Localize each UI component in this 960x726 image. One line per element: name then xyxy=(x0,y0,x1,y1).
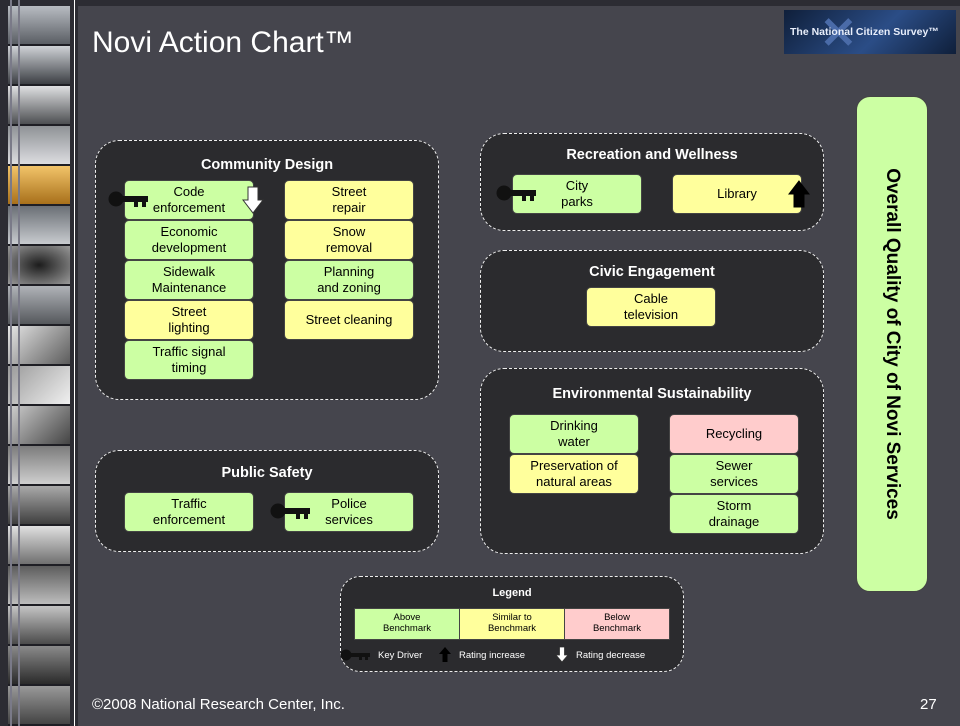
key-driver-icon xyxy=(270,503,310,519)
item-planning-zoning: Planning and zoning xyxy=(284,260,414,300)
legend-above-benchmark: Above Benchmark xyxy=(354,608,460,640)
item-cable-television: Cable television xyxy=(586,287,716,327)
legend-key-icon xyxy=(340,649,370,661)
legend-key-driver-label: Key Driver xyxy=(378,650,423,661)
rating-decrease-icon xyxy=(242,186,264,214)
legend-increase-label: Rating increase xyxy=(459,650,526,661)
divider xyxy=(74,0,75,726)
overall-quality-box: Overall Quality of City of Novi Services xyxy=(856,96,928,592)
panel-title: Civic Engagement xyxy=(589,264,715,280)
legend-title: Legend xyxy=(492,587,532,599)
item-preservation-natural-areas: Preservation of natural areas xyxy=(509,454,639,494)
legend-decrease-icon xyxy=(556,647,568,662)
item-library: Library xyxy=(672,174,802,214)
page-number: 27 xyxy=(920,696,937,713)
legend-increase-icon xyxy=(439,647,451,662)
item-storm-drainage: Storm drainage xyxy=(669,494,799,534)
legend-similar-benchmark: Similar to Benchmark xyxy=(459,608,565,640)
item-snow-removal: Snow removal xyxy=(284,220,414,260)
panel-title: Environmental Sustainability xyxy=(552,386,752,402)
item-traffic-signal-timing: Traffic signal timing xyxy=(124,340,254,380)
panel-title: Public Safety xyxy=(221,465,313,481)
divider xyxy=(18,0,20,726)
divider xyxy=(10,0,12,726)
top-bar xyxy=(78,0,960,6)
photo-strip xyxy=(0,0,78,726)
item-street-repair: Street repair xyxy=(284,180,414,220)
item-drinking-water: Drinking water xyxy=(509,414,639,454)
item-street-cleaning: Street cleaning xyxy=(284,300,414,340)
slide-title: Novi Action Chart™ xyxy=(92,26,354,59)
item-sewer-services: Sewer services xyxy=(669,454,799,494)
item-street-lighting: Street lighting xyxy=(124,300,254,340)
item-sidewalk-maintenance: Sidewalk Maintenance xyxy=(124,260,254,300)
item-traffic-enforcement: Traffic enforcement xyxy=(124,492,254,532)
key-driver-icon xyxy=(108,191,148,207)
logo-x-mark: ✕ xyxy=(820,8,857,59)
item-recycling: Recycling xyxy=(669,414,799,454)
panel-title: Recreation and Wellness xyxy=(566,147,738,163)
rating-increase-icon xyxy=(788,180,810,208)
item-economic-development: Economic development xyxy=(124,220,254,260)
copyright-footer: ©2008 National Research Center, Inc. xyxy=(92,696,345,713)
panel-title: Community Design xyxy=(200,157,334,173)
logo-text: The National Citizen Survey™ xyxy=(790,26,939,38)
key-driver-icon xyxy=(496,185,536,201)
ncs-logo: ✕ The National Citizen Survey™ xyxy=(784,8,956,59)
legend-decrease-label: Rating decrease xyxy=(576,650,646,661)
legend-below-benchmark: Below Benchmark xyxy=(564,608,670,640)
overall-quality-label: Overall Quality of City of Novi Services xyxy=(882,168,903,520)
